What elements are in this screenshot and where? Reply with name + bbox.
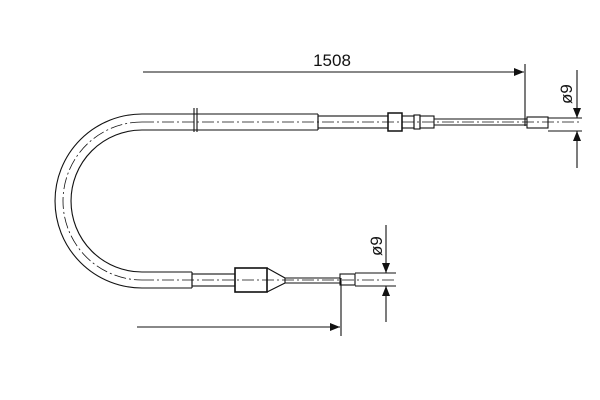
cable-sheath <box>54 108 580 289</box>
bottom-diameter-label: ø9 <box>367 236 386 256</box>
top-diameter-label: ø9 <box>557 84 576 104</box>
top-end-fitting <box>317 112 582 132</box>
length-label: 1508 <box>313 51 351 70</box>
length-dimension <box>137 64 526 336</box>
